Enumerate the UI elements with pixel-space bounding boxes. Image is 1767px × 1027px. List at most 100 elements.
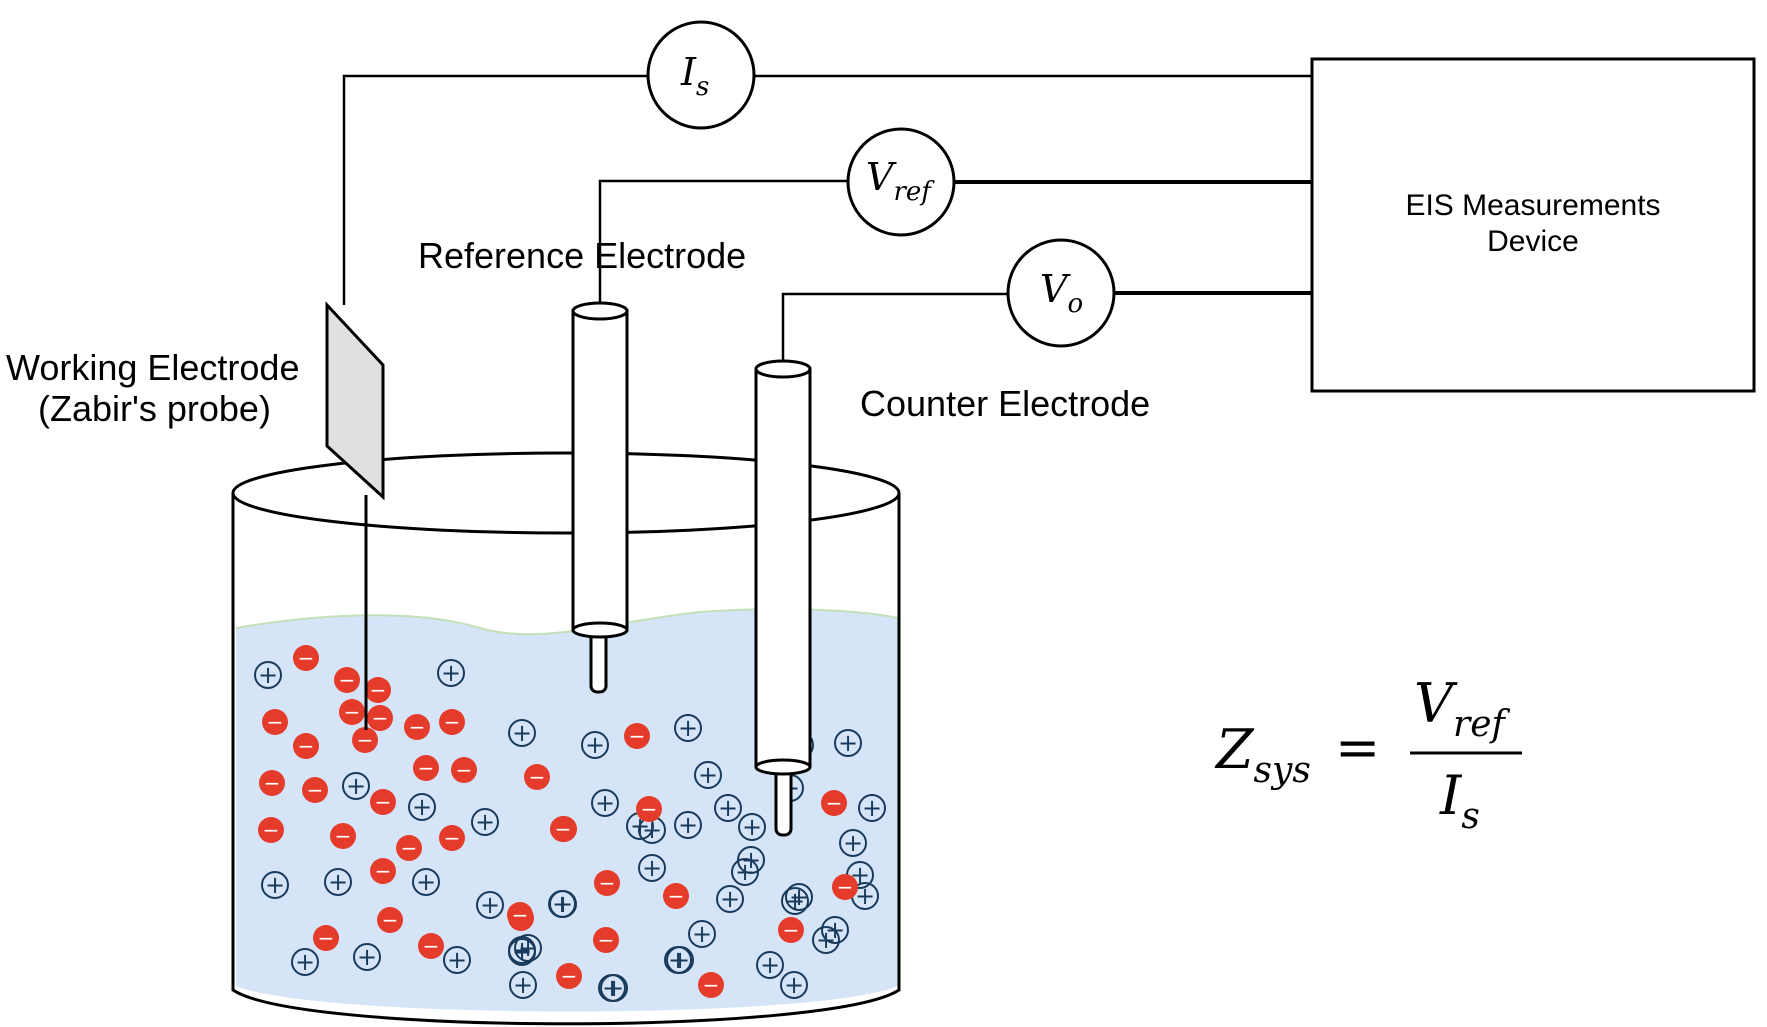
anion-ion: − — [451, 757, 477, 783]
cation-ion: + — [353, 943, 381, 971]
cation-ion: + — [437, 659, 465, 687]
cation-ion: + — [638, 854, 666, 882]
cation-ion: + — [812, 926, 840, 954]
svg-text:+: + — [678, 811, 698, 839]
working-electrode-label-line1: Working Electrode — [6, 347, 300, 388]
svg-text:+: + — [838, 729, 858, 757]
svg-text:−: − — [264, 771, 281, 795]
counter-electrode-top — [754, 359, 812, 379]
svg-text:+: + — [760, 951, 780, 979]
svg-text:−: − — [375, 790, 392, 814]
current-meter — [646, 20, 756, 130]
anion-ion: − — [413, 755, 439, 781]
anion-ion: − — [330, 823, 356, 849]
cation-ion: + — [412, 868, 440, 896]
svg-text:−: − — [357, 728, 374, 752]
reference-voltage-meter — [846, 127, 956, 237]
anion-ion: − — [550, 816, 576, 842]
svg-text:+: + — [678, 714, 698, 742]
cation-ion: + — [785, 883, 813, 911]
svg-text:−: − — [629, 724, 646, 748]
svg-text:+: + — [595, 789, 615, 817]
svg-text:+: + — [816, 926, 836, 954]
svg-text:+: + — [742, 813, 762, 841]
svg-text:−: − — [703, 973, 720, 997]
anion-ion: − — [352, 727, 378, 753]
cation-ion: + — [291, 948, 319, 976]
anion-ion: − — [418, 933, 444, 959]
cation-ion: + — [834, 729, 862, 757]
anion-ion: − — [293, 645, 319, 671]
svg-text:+: + — [668, 946, 688, 974]
svg-text:+: + — [604, 974, 624, 1002]
svg-text:−: − — [668, 884, 685, 908]
svg-text:−: − — [418, 756, 435, 780]
formula-denominator: Is — [1440, 764, 1480, 837]
eis-device-label-line1: EIS Measurements — [1405, 189, 1661, 222]
anion-ion: − — [821, 790, 847, 816]
svg-text:−: − — [375, 859, 392, 883]
anion-ion: − — [258, 817, 284, 843]
svg-text:−: − — [382, 908, 399, 932]
cation-ion: + — [674, 811, 702, 839]
output-voltage-label: Vo — [1040, 267, 1083, 319]
formula-equals: = — [1335, 716, 1381, 779]
cation-ion: + — [509, 971, 537, 999]
svg-text:+: + — [512, 719, 532, 747]
counter-electrode-tip — [774, 763, 793, 837]
output-voltage-meter — [1006, 238, 1116, 348]
svg-text:+: + — [295, 948, 315, 976]
counter-electrode-label: Counter Electrode — [860, 383, 1151, 424]
svg-text:+: + — [720, 885, 740, 913]
svg-text:−: − — [318, 926, 335, 950]
svg-text:−: − — [599, 871, 616, 895]
svg-text:+: + — [475, 808, 495, 836]
svg-text:−: − — [335, 824, 352, 848]
svg-text:+: + — [328, 868, 348, 896]
cation-ion: + — [549, 890, 577, 918]
cation-ion: + — [600, 974, 628, 1002]
ions-group: ++++++++++++++++++++++++++++++++++++++++… — [254, 645, 886, 1002]
working-electrode-probe — [325, 301, 385, 501]
svg-text:−: − — [826, 791, 843, 815]
svg-text:−: − — [372, 706, 389, 730]
anion-ion: − — [636, 796, 662, 822]
svg-text:+: + — [412, 793, 432, 821]
svg-text:−: − — [298, 646, 315, 670]
anion-ion: − — [396, 835, 422, 861]
svg-text:+: + — [692, 920, 712, 948]
svg-text:+: + — [843, 829, 863, 857]
anion-ion: − — [367, 705, 393, 731]
cation-ion: + — [666, 946, 694, 974]
svg-text:+: + — [512, 936, 532, 964]
svg-text:−: − — [263, 818, 280, 842]
cation-ion: + — [254, 661, 282, 689]
cation-ion: + — [476, 891, 504, 919]
svg-text:+: + — [741, 846, 761, 874]
svg-text:−: − — [555, 817, 572, 841]
cation-ion: + — [471, 808, 499, 836]
cation-ion: + — [781, 887, 809, 915]
formula-v-subscript: ref — [1453, 704, 1505, 745]
formula-i-subscript: s — [1461, 796, 1480, 837]
cation-ion: + — [737, 846, 765, 874]
current-meter-label: Is — [680, 50, 709, 102]
cation-ion: + — [688, 920, 716, 948]
anion-ion: − — [339, 699, 365, 725]
svg-text:−: − — [444, 826, 461, 850]
cation-ion: + — [408, 793, 436, 821]
svg-text:−: − — [512, 903, 529, 927]
anion-ion: − — [698, 972, 724, 998]
svg-text:+: + — [512, 938, 532, 966]
cation-ion: + — [839, 829, 867, 857]
anion-ion: − — [377, 907, 403, 933]
svg-text:+: + — [513, 971, 533, 999]
anion-ion: − — [593, 927, 619, 953]
formula-i: I — [1440, 764, 1462, 827]
reference-electrode-label: Reference Electrode — [418, 235, 747, 276]
svg-text:−: − — [561, 964, 578, 988]
anion-ion: − — [439, 709, 465, 735]
svg-text:+: + — [855, 882, 875, 910]
anion-ion: − — [594, 870, 620, 896]
cation-ion: + — [738, 813, 766, 841]
